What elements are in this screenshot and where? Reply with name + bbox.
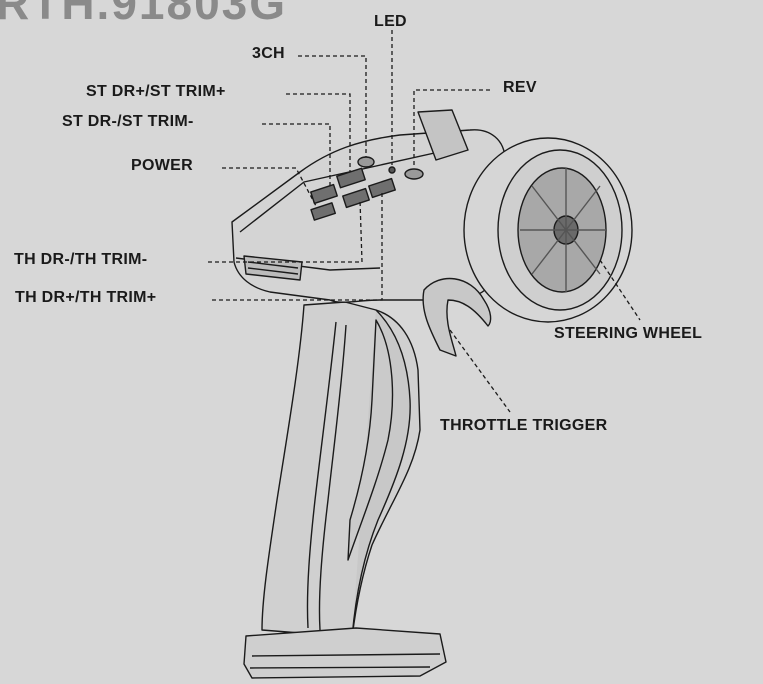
leader-th-plus [212,190,383,301]
leader-th-minus [208,199,363,263]
button-th-plus [368,177,396,199]
leader-throttle [449,329,511,413]
button-power [310,202,337,221]
housing-face [239,149,449,233]
button-st-plus [336,167,366,189]
label-st-dr-minus: ST DR-/ST TRIM- [62,113,194,130]
spoke-lines [520,168,606,292]
grip-inner-line [306,321,337,629]
rev-switch [404,168,424,180]
label-th-dr-plus: TH DR+/TH TRIM+ [15,289,157,306]
rev-knob [417,109,469,161]
grip-front [351,309,411,639]
leader-st-minus [262,123,331,188]
label-led: LED [374,13,407,30]
leader-steering [599,259,641,321]
leader-3ch [298,55,367,157]
base-line-2 [249,666,431,669]
front-vent-line [247,261,299,275]
leader-rev [413,89,490,168]
label-throttle-trigger: THROTTLE TRIGGER [440,417,608,434]
base [243,627,447,679]
label-3ch: 3CH [252,45,285,62]
label-power: POWER [131,157,193,174]
label-rev: REV [503,79,537,96]
button-3ch [357,156,375,168]
leader-power [222,167,317,207]
label-st-dr-plus: ST DR+/ST TRIM+ [86,83,226,100]
label-steering-wheel: STEERING WHEEL [554,325,703,342]
base-line [251,653,441,657]
trigger [422,277,492,357]
led-dot [388,166,396,174]
grip-panel [347,319,394,561]
model-title: RTH.91803G [0,0,288,29]
button-st-minus [310,183,338,205]
grip-inner-line-2 [318,324,347,631]
leader-st-plus [286,93,351,172]
label-th-dr-minus: TH DR-/TH TRIM- [14,251,148,268]
button-th-minus [342,187,370,209]
